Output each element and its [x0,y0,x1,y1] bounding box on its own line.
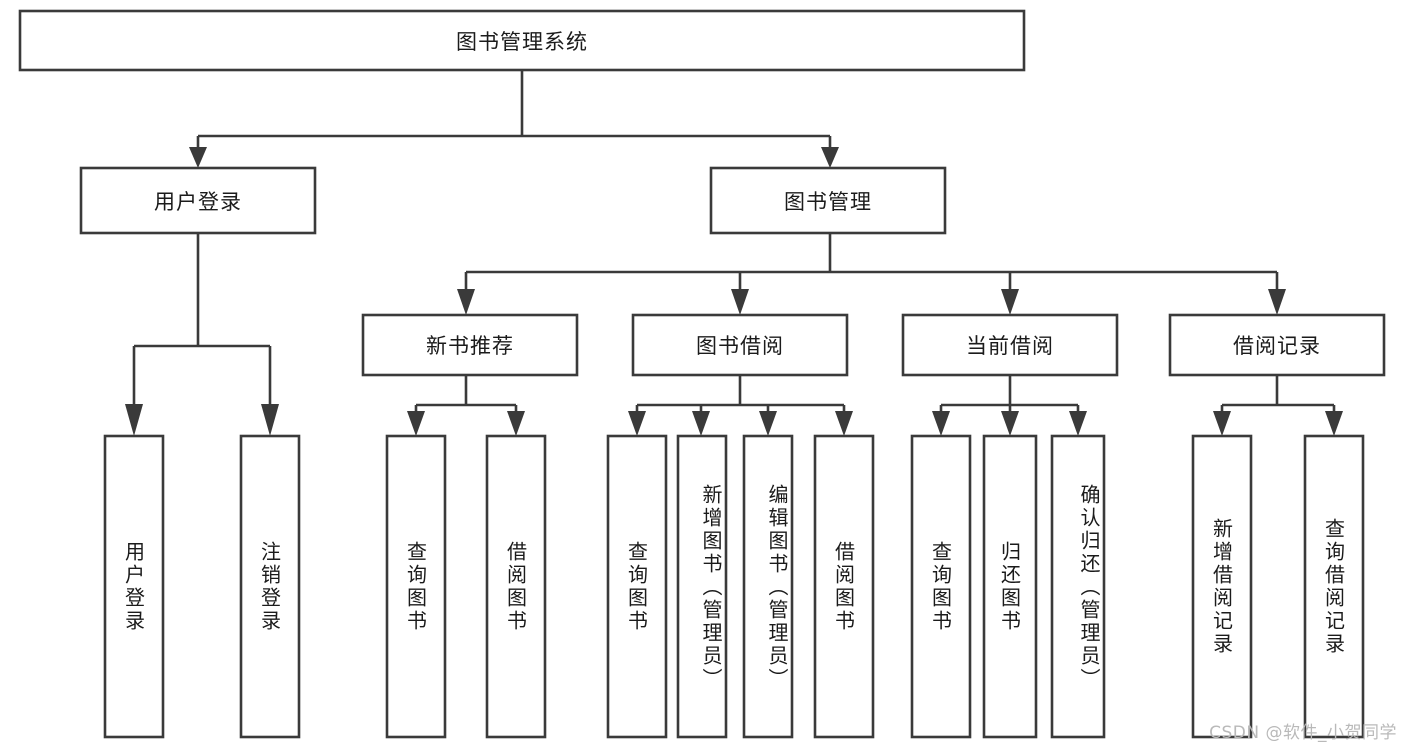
arrow-head-leaf-book-borrow-3 [759,411,777,436]
arrow-head-leaf-book-borrow-4 [835,411,853,436]
arrow-head-leaf-user-login-1 [125,404,143,436]
arrow-head-borrow-records [1268,289,1286,315]
leaf-user-login-2-box[interactable] [239,434,301,739]
arrow-head-leaf-current-borrow-2 [1001,411,1019,436]
arrow-head-leaf-current-borrow-3 [1069,411,1087,436]
arrow-head-leaf-new-books-2 [507,411,525,436]
leaf-current-borrow-1-box[interactable] [910,434,972,739]
arrow-head-current-borrow [1001,289,1019,315]
node-root-box[interactable] [18,9,1026,72]
leaf-current-borrow-3-box[interactable] [1050,434,1106,739]
leaf-book-borrow-3-box[interactable] [742,434,794,739]
leaf-new-books-2-box[interactable] [485,434,547,739]
leaf-current-borrow-2-box[interactable] [982,434,1038,739]
leaf-book-borrow-4-box[interactable] [813,434,875,739]
leaf-book-borrow-2-box[interactable] [676,434,728,739]
node-book-borrow-box[interactable] [631,313,849,377]
node-current-borrow-box[interactable] [901,313,1119,377]
arrow-head-leaf-user-login-2 [261,404,279,436]
leaf-borrow-records-2-box[interactable] [1303,434,1365,739]
leaf-borrow-records-1-box[interactable] [1191,434,1253,739]
node-new-books-box[interactable] [361,313,579,377]
leaf-book-borrow-1-box[interactable] [606,434,668,739]
arrow-head-user-login [189,147,207,168]
arrow-head-leaf-book-borrow-2 [692,411,710,436]
arrow-head-new-books [457,289,475,315]
arrow-head-leaf-current-borrow-1 [932,411,950,436]
node-user-login-box[interactable] [79,166,317,235]
arrow-head-book-borrow [731,289,749,315]
arrow-head-leaf-book-borrow-1 [628,411,646,436]
arrow-head-leaf-borrow-records-2 [1325,411,1343,436]
leaf-user-login-1-box[interactable] [103,434,165,739]
csdn-watermark: CSDN @软件_小贺同学 [1209,723,1397,743]
arrow-head-book-mgmt [821,147,839,168]
leaf-new-books-1-box[interactable] [385,434,447,739]
node-book-mgmt-box[interactable] [709,166,947,235]
arrow-head-leaf-borrow-records-1 [1213,411,1231,436]
arrow-head-leaf-new-books-1 [407,411,425,436]
node-borrow-records-box[interactable] [1168,313,1386,377]
